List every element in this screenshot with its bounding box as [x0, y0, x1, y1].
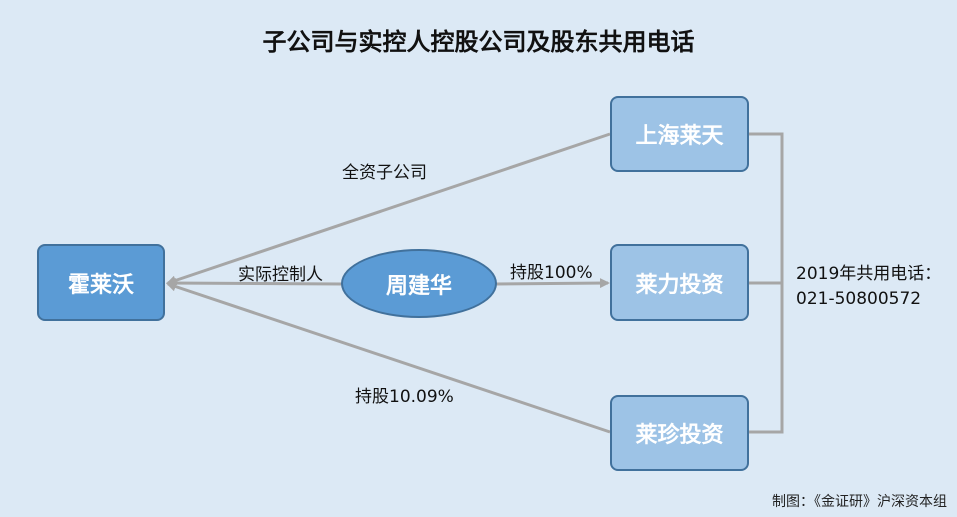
- shared-phone-note: 2019年共用电话： 021-50800572: [796, 262, 941, 312]
- phone-number: 021-50800572: [796, 289, 922, 309]
- edge-controller: [166, 278, 343, 289]
- credit-text: 制图：《金证研》沪深资本组: [772, 494, 947, 510]
- page-title: 子公司与实控人控股公司及股东共用电话: [262, 28, 695, 56]
- label-subsidiary: 全资子公司: [342, 163, 427, 183]
- label-holding-1009: 持股10.09%: [355, 387, 454, 407]
- edge-holding-1009: [166, 281, 611, 434]
- edge-subsidiary: [166, 132, 611, 286]
- node-shanghai-laitian: 上海莱天: [610, 96, 749, 172]
- edge-holding-100: [495, 278, 610, 289]
- node-laili: 莱力投资: [610, 244, 749, 321]
- phone-bracket: [749, 132, 784, 434]
- node-laizhen: 莱珍投资: [610, 395, 749, 471]
- phone-label: 2019年共用电话：: [796, 264, 942, 284]
- node-zhoujianhua: 周建华: [341, 249, 497, 318]
- node-huolaiwo: 霍莱沃: [37, 244, 165, 321]
- label-controller: 实际控制人: [238, 265, 323, 285]
- label-holding-100: 持股100%: [510, 263, 593, 283]
